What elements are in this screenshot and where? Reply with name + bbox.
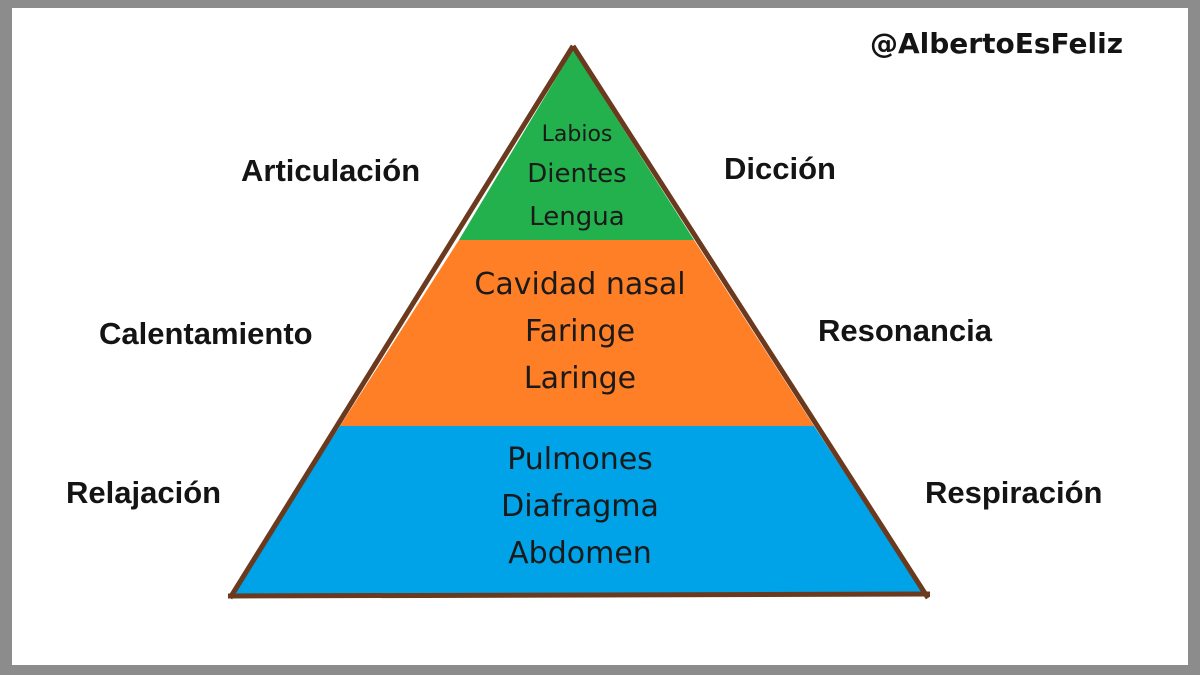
middle-tier-item: Cavidad nasal xyxy=(474,267,686,302)
middle-tier-item: Faringe xyxy=(524,314,636,349)
middle-right-label: Resonancia xyxy=(818,313,993,348)
bottom-tier-item: Pulmones xyxy=(507,442,653,477)
top-left-label: Articulación xyxy=(241,153,421,188)
bottom-left-label: Relajación xyxy=(66,475,222,510)
pyramid-tier-bottom xyxy=(230,426,924,596)
top-tier-item: Labios xyxy=(541,122,613,147)
bottom-tier-item: Abdomen xyxy=(508,536,652,571)
top-tier-item: Dientes xyxy=(527,159,627,189)
middle-tier-item: Laringe xyxy=(523,361,637,396)
top-right-label: Dicción xyxy=(724,151,836,186)
middle-left-label: Calentamiento xyxy=(99,316,313,351)
pyramid-tier-top xyxy=(459,50,694,240)
author-handle: @AlbertoEsFeliz xyxy=(870,27,1123,60)
bottom-tier-item: Diafragma xyxy=(501,489,659,524)
bottom-right-label: Respiración xyxy=(925,475,1103,510)
pyramid-right-edge xyxy=(570,44,931,600)
pyramid-base xyxy=(227,591,931,599)
top-tier-item: Lengua xyxy=(529,202,625,232)
pyramid-tier-middle xyxy=(340,240,814,426)
pyramid-left-edge xyxy=(227,44,576,600)
